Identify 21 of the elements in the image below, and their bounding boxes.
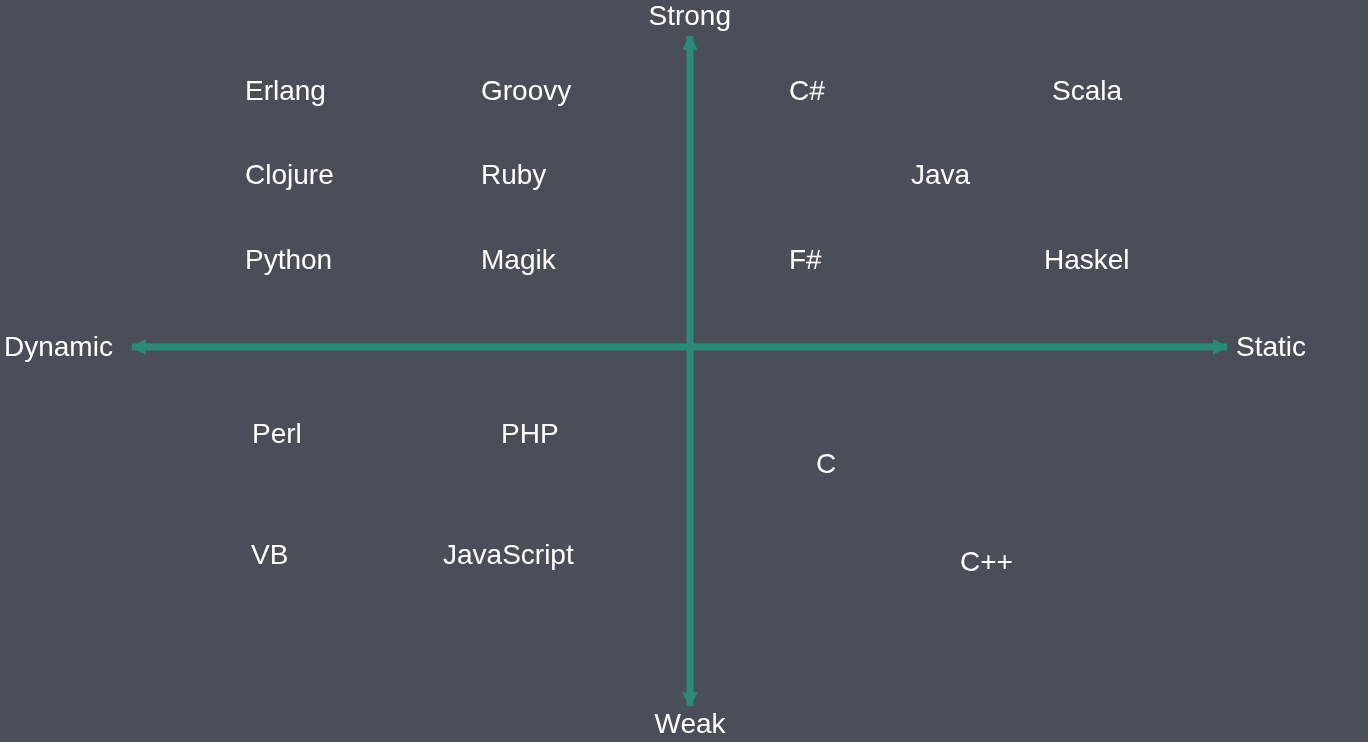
axis-label: Weak (654, 708, 726, 740)
language-label: VB (251, 539, 289, 571)
language-label: Haskel (1044, 244, 1130, 276)
language-label: C (816, 448, 837, 480)
language-label: PHP (501, 418, 559, 450)
language-label: Perl (252, 418, 302, 450)
language-label: Clojure (245, 159, 334, 191)
axis-label: Static (1236, 331, 1307, 363)
language-label: C++ (960, 546, 1013, 578)
language-label: Ruby (481, 159, 547, 191)
axis-label: Dynamic (4, 331, 113, 363)
language-label: Erlang (245, 75, 326, 107)
language-label: F# (789, 244, 822, 276)
language-label: C# (789, 75, 825, 107)
language-label: JavaScript (443, 539, 574, 571)
axis-label: Strong (648, 0, 731, 32)
language-label: Groovy (481, 75, 572, 107)
language-label: Magik (481, 244, 556, 276)
language-label: Scala (1052, 75, 1123, 107)
language-label: Python (245, 244, 333, 276)
language-label: Java (911, 159, 971, 191)
